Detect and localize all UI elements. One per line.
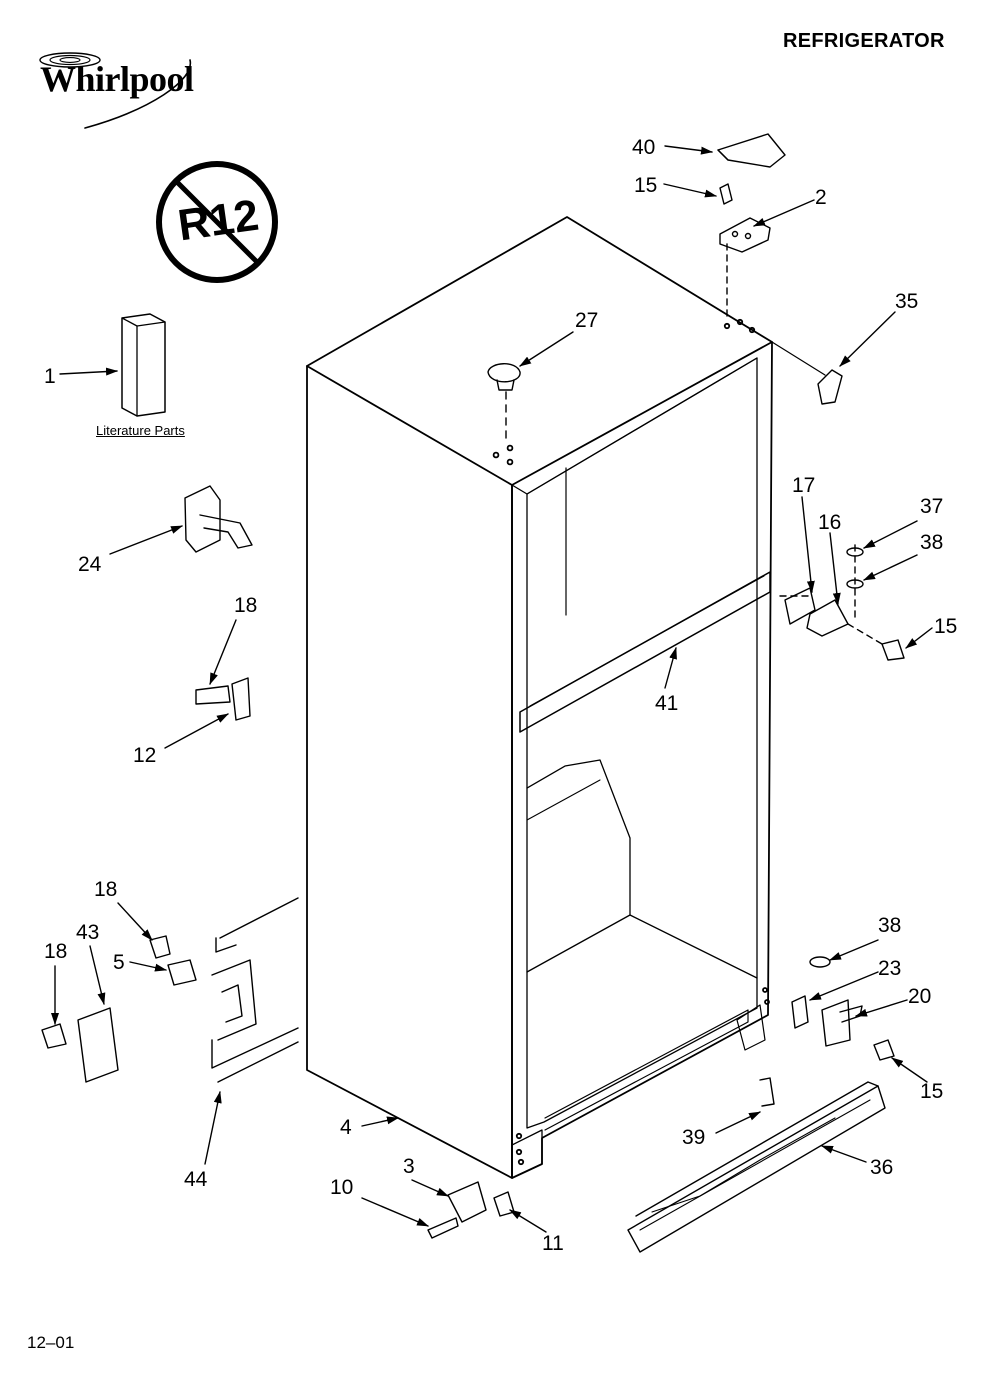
leader-lines	[51, 145, 933, 1233]
callout-24: 24	[78, 553, 102, 576]
callout-44: 44	[184, 1168, 208, 1191]
callout-38: 38	[920, 531, 944, 554]
literature-booklet	[121, 313, 166, 417]
callout-4: 4	[340, 1116, 352, 1139]
footer-code: 12–01	[27, 1333, 75, 1352]
callout-23: 23	[878, 957, 902, 980]
callout-5: 5	[113, 951, 125, 974]
callout-17: 17	[792, 474, 816, 497]
callout-10: 10	[330, 1176, 354, 1199]
brand-logo	[39, 52, 192, 129]
callout-18: 18	[44, 940, 68, 963]
callout-15: 15	[920, 1080, 944, 1103]
callout-39: 39	[682, 1126, 706, 1149]
callout-20: 20	[908, 985, 932, 1008]
callout-16: 16	[818, 511, 842, 534]
brand-wordmark: Whirlpool	[40, 59, 194, 99]
callout-15: 15	[934, 615, 958, 638]
callout-18: 18	[234, 594, 258, 617]
callout-27: 27	[575, 309, 599, 332]
page-title: REFRIGERATOR	[783, 30, 945, 52]
refrigerator-cabinet	[306, 216, 773, 1179]
callout-41: 41	[655, 692, 679, 715]
callout-2: 2	[815, 186, 827, 209]
callout-11: 11	[542, 1232, 564, 1255]
callout-15: 15	[634, 174, 658, 197]
callout-43: 43	[76, 921, 100, 944]
no-r12-badge	[156, 161, 278, 283]
part-shapes	[41, 133, 905, 1253]
callout-35: 35	[895, 290, 919, 313]
callout-18: 18	[94, 878, 118, 901]
callout-37: 37	[920, 495, 944, 518]
callout-38: 38	[878, 914, 902, 937]
literature-parts-label: Literature Parts	[96, 423, 185, 438]
callout-3: 3	[403, 1155, 415, 1178]
callout-36: 36	[870, 1156, 894, 1179]
callout-40: 40	[632, 136, 656, 159]
callout-12: 12	[133, 744, 157, 767]
callout-1: 1	[44, 365, 56, 388]
